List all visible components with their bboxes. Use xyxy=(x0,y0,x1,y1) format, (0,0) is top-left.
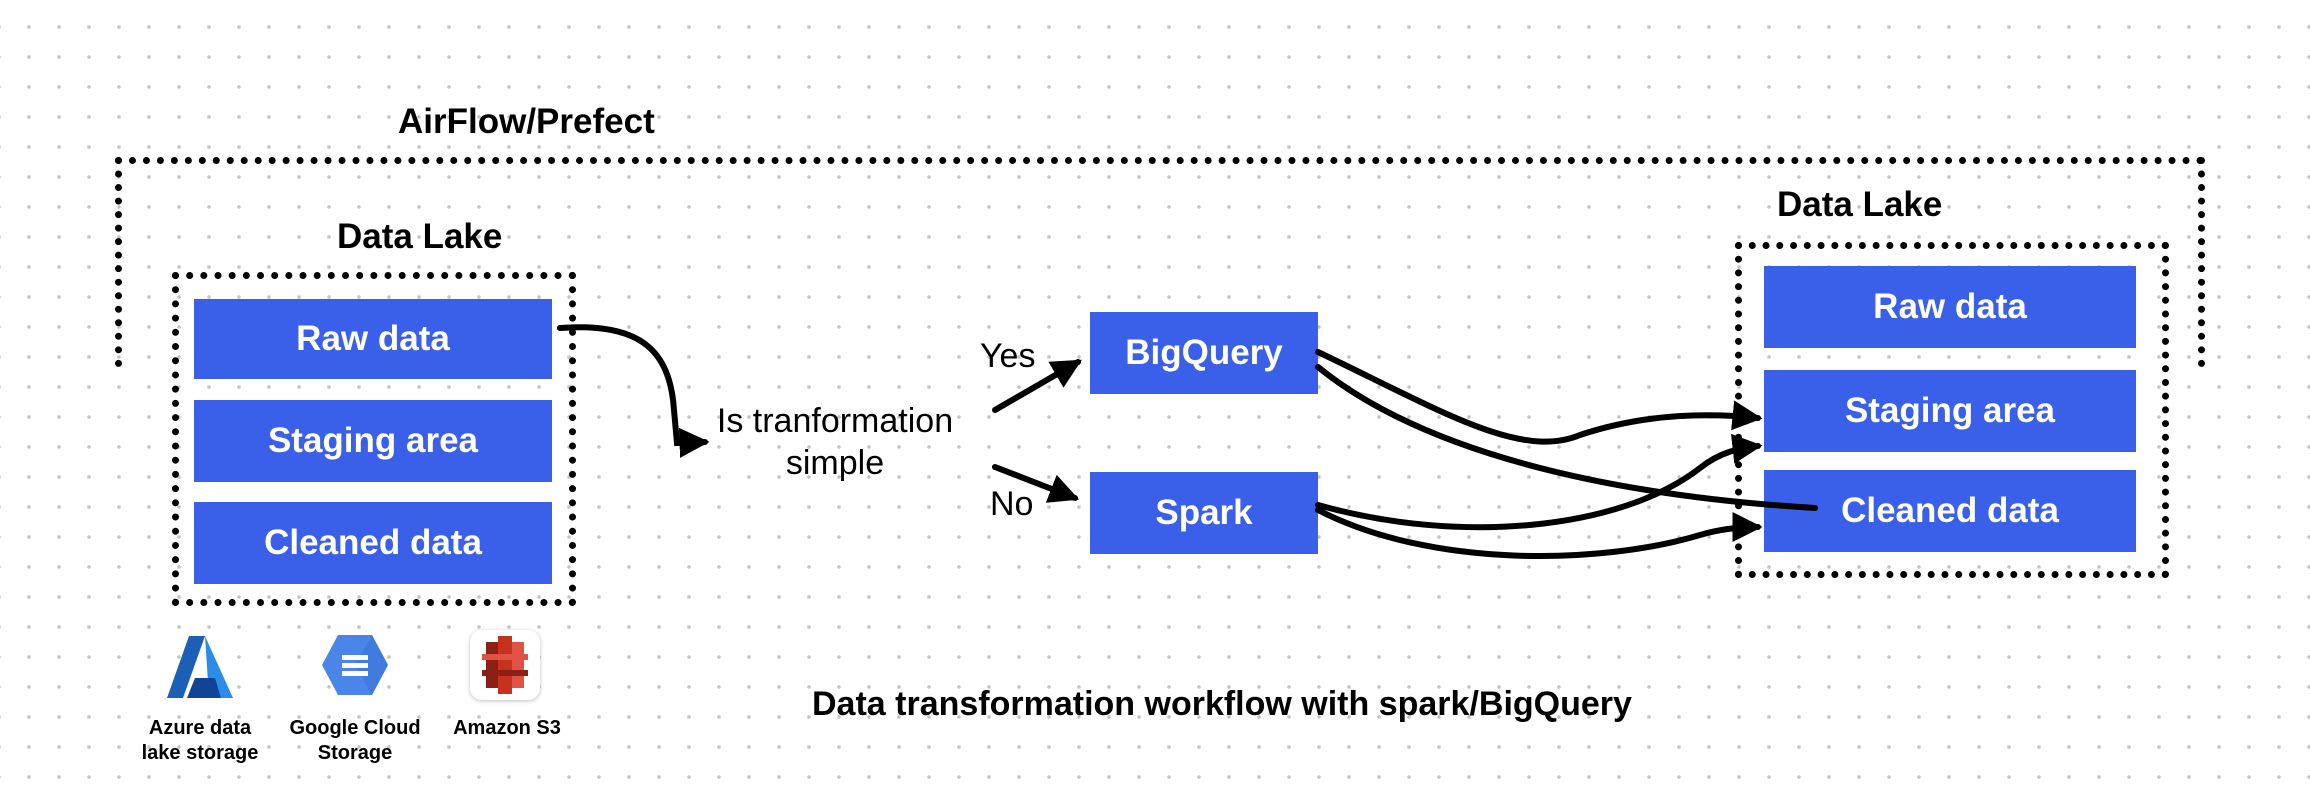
diagram-caption: Data transformation workflow with spark/… xyxy=(812,685,1632,723)
target-staging-area-layer: Staging area xyxy=(1764,370,2136,452)
orchestrator-bracket xyxy=(115,157,2205,367)
amazon-s3-caption: Amazon S3 xyxy=(453,717,561,739)
source-raw-data-layer: Raw data xyxy=(194,299,552,379)
source-staging-area-layer: Staging area xyxy=(194,400,552,482)
source-cleaned-data-layer: Cleaned data xyxy=(194,502,552,584)
amazon-s3-icon xyxy=(470,630,540,700)
line-bigquery-to-cleaned xyxy=(1315,364,1818,511)
arrow-yes-to-bigquery xyxy=(992,359,1082,413)
decision-question: Is tranformation simple xyxy=(716,402,954,482)
no-label: No xyxy=(990,485,1034,523)
source-lake-container xyxy=(172,272,576,606)
azure-logo-icon xyxy=(165,632,235,702)
arrow-raw-to-decision xyxy=(557,324,710,458)
target-raw-data-layer: Raw data xyxy=(1764,266,2136,348)
google-cloud-storage-icon xyxy=(320,630,390,700)
yes-label: Yes xyxy=(980,337,1036,375)
orchestrator-label: AirFlow/Prefect xyxy=(398,102,655,141)
google-cloud-storage-caption: Google Cloud Storage xyxy=(289,717,421,764)
arrow-bigquery-to-staging xyxy=(1315,349,1763,445)
spark-box: Spark xyxy=(1090,472,1318,554)
target-cleaned-data-layer: Cleaned data xyxy=(1764,470,2136,552)
bigquery-box: BigQuery xyxy=(1090,312,1318,394)
arrow-no-to-spark xyxy=(992,464,1080,503)
source-lake-title: Data Lake xyxy=(337,217,503,256)
arrow-spark-to-staging xyxy=(1315,433,1763,531)
arrow-spark-to-cleaned xyxy=(1315,507,1763,560)
azure-storage-caption: Azure data lake storage xyxy=(141,717,259,764)
target-lake-title: Data Lake xyxy=(1777,185,1943,224)
